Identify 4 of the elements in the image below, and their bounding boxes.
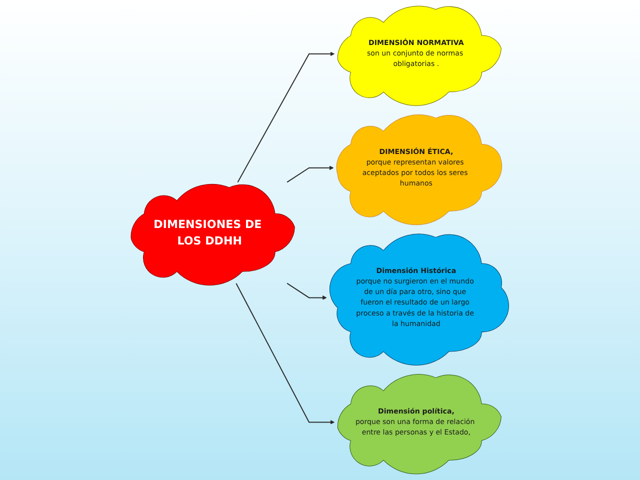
arrow bbox=[236, 283, 335, 424]
arrow bbox=[286, 166, 334, 183]
arrow bbox=[237, 52, 335, 182]
arrow bbox=[286, 282, 327, 300]
